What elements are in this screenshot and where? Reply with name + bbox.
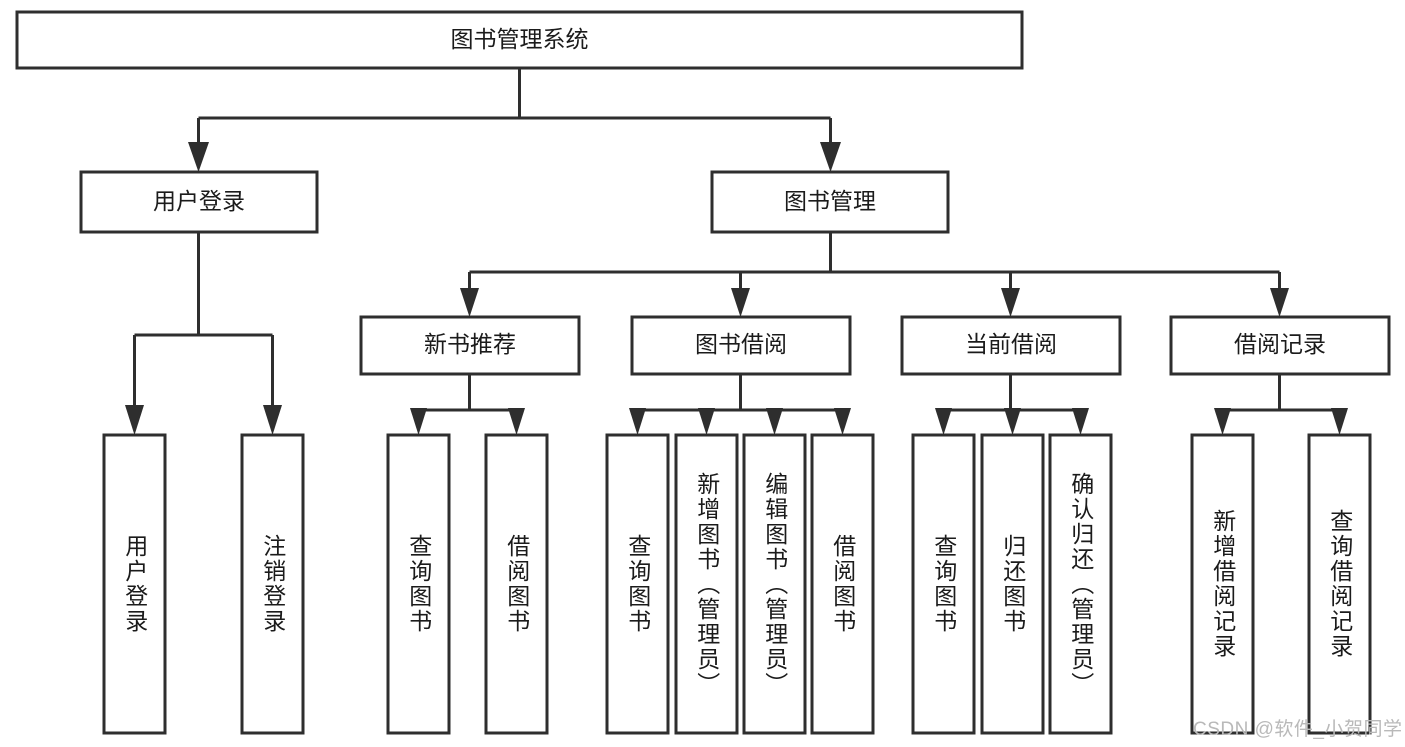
node-root-box[interactable] bbox=[15, 10, 1024, 70]
node-book-manage[interactable]: 图书管理 bbox=[710, 170, 950, 234]
arrow-head-icon bbox=[508, 408, 525, 435]
leaf-box-borrow-book-2[interactable] bbox=[810, 433, 875, 735]
arrow-head-icon bbox=[1004, 408, 1021, 435]
arrow-head-icon bbox=[460, 288, 479, 317]
leaf-box-query-record[interactable] bbox=[1307, 433, 1372, 735]
leaf-box-confirm-return[interactable] bbox=[1048, 433, 1113, 735]
node-book-borrow-label: 图书借阅 bbox=[695, 331, 787, 357]
node-book-borrow-box[interactable] bbox=[630, 315, 852, 376]
node-current-borrow-box[interactable] bbox=[900, 315, 1122, 376]
arrow-head-icon bbox=[698, 408, 715, 435]
connector-group-root bbox=[188, 68, 841, 172]
leaf-box-user-login[interactable] bbox=[102, 433, 167, 735]
node-new-book-recommend-box[interactable] bbox=[359, 315, 581, 376]
leaf-box-query-book-3[interactable] bbox=[911, 433, 976, 735]
connector-group-borrow-record bbox=[1214, 374, 1348, 435]
node-user-login-label: 用户登录 bbox=[153, 188, 245, 214]
node-book-borrow[interactable]: 图书借阅 bbox=[630, 315, 852, 376]
leaf-box-add-record[interactable] bbox=[1190, 433, 1255, 735]
node-book-manage-label: 图书管理 bbox=[784, 188, 876, 214]
node-user-login-box[interactable] bbox=[79, 170, 319, 234]
arrow-head-icon bbox=[766, 408, 783, 435]
leaf-box-borrow-book-1[interactable] bbox=[484, 433, 549, 735]
arrow-head-icon bbox=[188, 142, 209, 172]
arrow-head-icon bbox=[629, 408, 646, 435]
leaf-box-return-book[interactable] bbox=[980, 433, 1045, 735]
arrow-head-icon bbox=[1270, 288, 1289, 317]
connector-group-new-book-recommend bbox=[410, 374, 525, 435]
arrow-head-icon bbox=[1331, 408, 1348, 435]
connector-group-user-login bbox=[125, 232, 282, 435]
watermark-text: CSDN @软件_小贺同学 bbox=[1193, 719, 1403, 740]
node-borrow-record[interactable]: 借阅记录 bbox=[1169, 315, 1391, 376]
leaf-box-query-book-1[interactable] bbox=[386, 433, 451, 735]
connector-group-book-borrow bbox=[629, 374, 851, 435]
connector-group-book-manage bbox=[460, 232, 1289, 317]
arrow-head-icon bbox=[125, 405, 144, 435]
node-new-book-recommend-label: 新书推荐 bbox=[424, 331, 516, 357]
arrow-head-icon bbox=[731, 288, 750, 317]
arrow-head-icon bbox=[1001, 288, 1020, 317]
leaf-box-add-book[interactable] bbox=[674, 433, 739, 735]
node-root[interactable]: 图书管理系统 bbox=[15, 10, 1024, 70]
node-root-label: 图书管理系统 bbox=[451, 26, 589, 52]
node-user-login[interactable]: 用户登录 bbox=[79, 170, 319, 234]
node-borrow-record-label: 借阅记录 bbox=[1234, 331, 1326, 357]
leaf-box-edit-book[interactable] bbox=[742, 433, 807, 735]
node-current-borrow[interactable]: 当前借阅 bbox=[900, 315, 1122, 376]
arrow-head-icon bbox=[834, 408, 851, 435]
leaf-boxes bbox=[102, 433, 1372, 735]
node-new-book-recommend[interactable]: 新书推荐 bbox=[359, 315, 581, 376]
arrow-head-icon bbox=[935, 408, 952, 435]
arrow-head-icon bbox=[1072, 408, 1089, 435]
leaf-box-logout[interactable] bbox=[240, 433, 305, 735]
arrow-head-icon bbox=[820, 142, 841, 172]
arrow-head-icon bbox=[410, 408, 427, 435]
leaf-box-query-book-2[interactable] bbox=[605, 433, 670, 735]
arrow-head-icon bbox=[1214, 408, 1231, 435]
arrow-head-icon bbox=[263, 405, 282, 435]
node-borrow-record-box[interactable] bbox=[1169, 315, 1391, 376]
node-book-manage-box[interactable] bbox=[710, 170, 950, 234]
node-current-borrow-label: 当前借阅 bbox=[965, 331, 1057, 357]
connector-group-current-borrow bbox=[935, 374, 1089, 435]
